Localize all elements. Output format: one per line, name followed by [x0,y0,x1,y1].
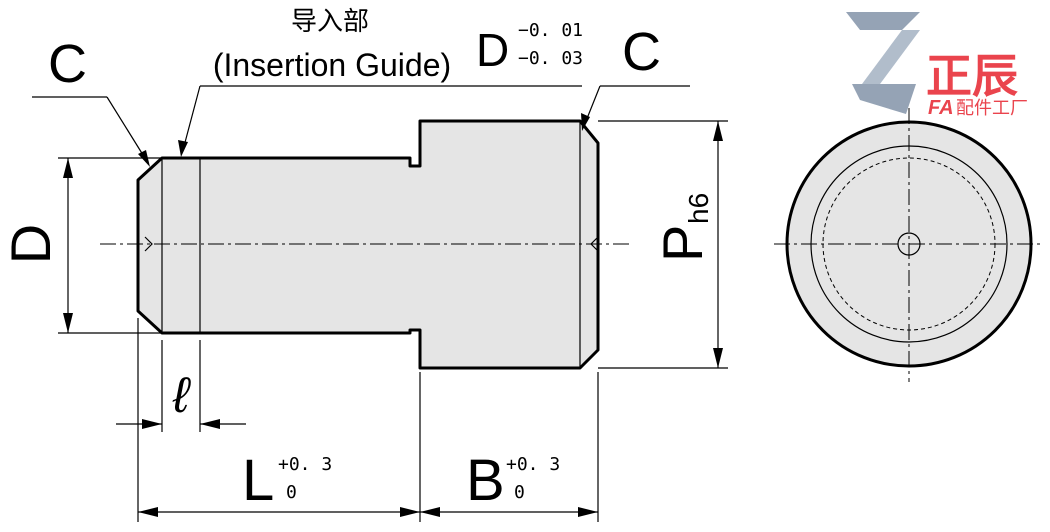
arrow-d-bottom [63,313,73,333]
arrow-b-right [578,507,598,517]
arrow-b-left [420,507,440,517]
chamfer-left-label: C [48,34,87,94]
logo-brand-prefix: FA [928,97,954,119]
arrow-p-top [713,121,723,141]
left-center-mark [144,236,153,252]
arrow-c-left [138,150,150,167]
guide-length-label: ℓ [172,367,191,423]
length-tol-upper: +0. 3 [278,454,332,475]
head-length-tol-lower: 0 [514,482,525,503]
head-length-label: B [466,448,505,513]
head-diameter-label: P [651,225,714,262]
diameter-top-tol-lower: −0. 03 [518,48,583,69]
logo-mark-bottom [852,84,916,114]
length-label: L [242,448,274,513]
head-length-tol-upper: +0. 3 [506,454,560,475]
length-tol-lower: 0 [286,482,297,503]
diameter-top-label: D [476,24,509,76]
leader-c-left [106,96,149,164]
chamfer-right-label: C [622,22,661,82]
insertion-guide-cn: 导入部 [291,7,369,37]
arrow-c-right [581,113,590,131]
arrow-d-top [63,158,73,178]
diameter-top-tol-upper: −0. 01 [518,20,583,41]
logo-mark-diagonal [862,30,920,84]
leader-guide [182,85,201,151]
arrow-l-guide-left [142,419,162,429]
arrow-p-bottom [713,348,723,368]
head-diameter-sub: h6 [683,193,714,224]
arrow-l-right [400,507,420,517]
arrow-guide [178,140,188,157]
logo-brand-cn: 正辰 [926,49,1018,103]
pin-side-view [136,119,600,370]
brand-logo: 正辰 FA 配件工厂 [846,12,1028,119]
logo-brand-tagline: 配件工厂 [956,98,1028,119]
diameter-left-label: D [0,224,62,264]
arrow-l-guide-right [200,419,220,429]
insertion-guide-en: (Insertion Guide) [213,47,451,83]
arrow-l-left [138,507,158,517]
logo-mark-top [846,12,920,30]
